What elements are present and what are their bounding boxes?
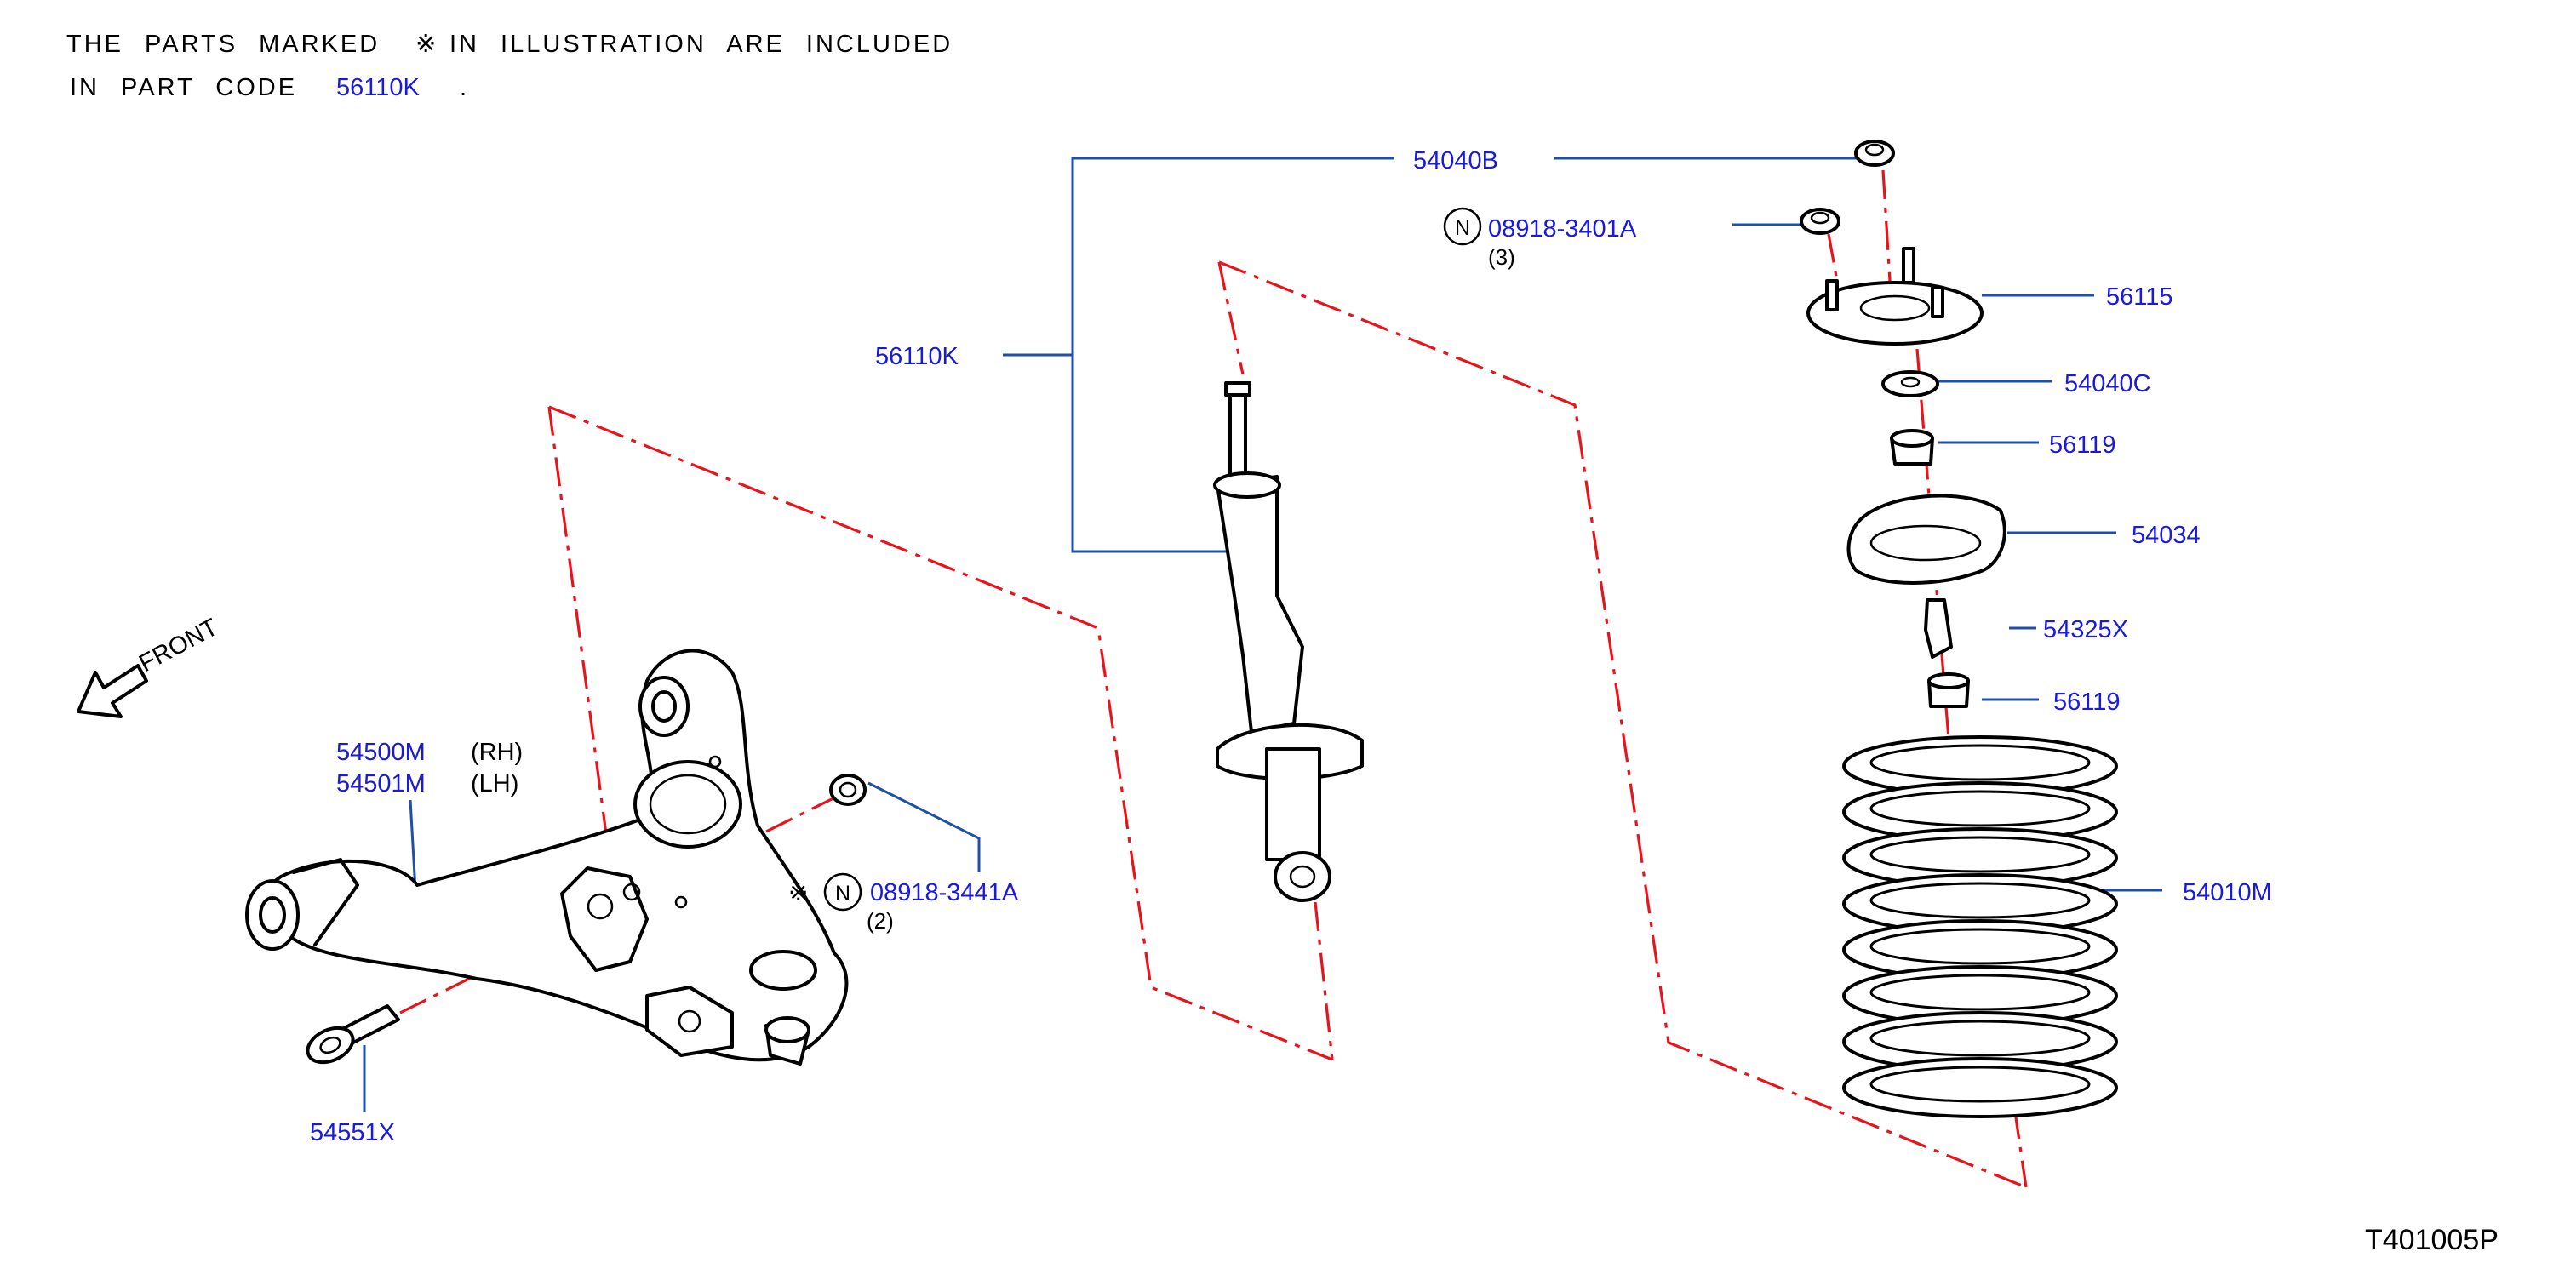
spring-coil-inner — [1869, 790, 2091, 827]
front-label: FRONT — [135, 614, 222, 677]
part-label-54325x[interactable]: 54325X — [2043, 616, 2128, 643]
part-label-54551x[interactable]: 54551X — [310, 1119, 395, 1146]
lower-control-arm — [245, 649, 849, 1066]
seat-54034 — [1846, 494, 2006, 585]
part-label-54034[interactable]: 54034 — [2132, 522, 2201, 549]
upper-mount-nut — [1854, 140, 1895, 167]
spring-coil-inner — [1869, 928, 2091, 965]
shock-absorber — [1213, 381, 1364, 902]
spring-coil-inner — [1869, 1020, 2091, 1057]
qty-08918-3401a: (3) — [1488, 244, 1515, 270]
bushing-56119-lower — [1927, 672, 1970, 708]
note-line1-start: THE PARTS MARKED — [66, 31, 380, 58]
part-label-54040c[interactable]: 54040C — [2064, 370, 2151, 397]
spring-coil-inner — [1869, 882, 2091, 919]
part-label-54501m[interactable]: 54501M — [336, 770, 426, 797]
diagram-reference-code: T401005P — [2365, 1224, 2499, 1256]
note-part-code-link[interactable]: 56110K — [336, 74, 420, 101]
bump-stop-54325x — [1924, 598, 1953, 659]
inclusion-note: THE PARTS MARKED ※ IN ILLUSTRATION ARE I… — [66, 31, 953, 101]
spring-coil — [1842, 1057, 2118, 1118]
qty-08918-3441a: (2) — [867, 908, 894, 934]
ball-joint — [749, 950, 817, 991]
coil-spring-54010m — [1842, 735, 2118, 1118]
part-label-08918-3401a[interactable]: 08918-3401A — [1488, 215, 1637, 243]
part-label-54010m[interactable]: 54010M — [2183, 879, 2272, 906]
note-line2-start: IN PART CODE — [70, 74, 297, 101]
included-mark-08918-3441a: ※ — [788, 878, 808, 906]
note-line2-end: . — [460, 74, 469, 101]
strut-mount-56115 — [1806, 247, 1984, 346]
assembly-dash-lines — [399, 169, 2028, 1189]
mount-nut-08918-3401a — [1800, 208, 1840, 235]
part-number-labels: 54040B N 08918-3401A (3) 56115 56110K 54… — [310, 147, 2272, 1146]
part-label-08918-3441a[interactable]: 08918-3441A — [870, 879, 1019, 906]
side-rh: (RH) — [471, 739, 523, 766]
note-line1-end: IN ILLUSTRATION ARE INCLUDED — [449, 31, 953, 58]
front-direction-arrow: FRONT — [77, 614, 223, 718]
part-label-56115[interactable]: 56115 — [2106, 283, 2173, 311]
spring-coil-inner — [1869, 836, 2091, 873]
arm-bolt-54551x — [306, 1004, 400, 1065]
side-lh: (LH) — [471, 770, 518, 797]
part-label-54040b[interactable]: 54040B — [1413, 147, 1498, 174]
spring-coil-inner — [1869, 744, 2091, 781]
washer-54040c — [1881, 370, 1939, 397]
nut-marker-08918-3401a — [1443, 207, 1482, 246]
included-mark-symbol: ※ — [415, 31, 438, 58]
part-label-56119-upper[interactable]: 56119 — [2049, 431, 2116, 459]
spring-coil-inner — [1869, 1066, 2091, 1103]
nut-marker-letter-b: N — [835, 882, 850, 906]
part-label-54500m[interactable]: 54500M — [336, 739, 426, 766]
part-label-56110k[interactable]: 56110K — [875, 343, 959, 370]
arm-nut-08918-3441a — [829, 774, 867, 806]
spring-coil-inner — [1869, 974, 2091, 1011]
nut-marker-08918-3441a — [823, 872, 862, 912]
bushing-56119-upper — [1890, 429, 1934, 466]
part-label-56119-lower[interactable]: 56119 — [2053, 689, 2121, 716]
nut-marker-letter-a: N — [1455, 216, 1470, 240]
